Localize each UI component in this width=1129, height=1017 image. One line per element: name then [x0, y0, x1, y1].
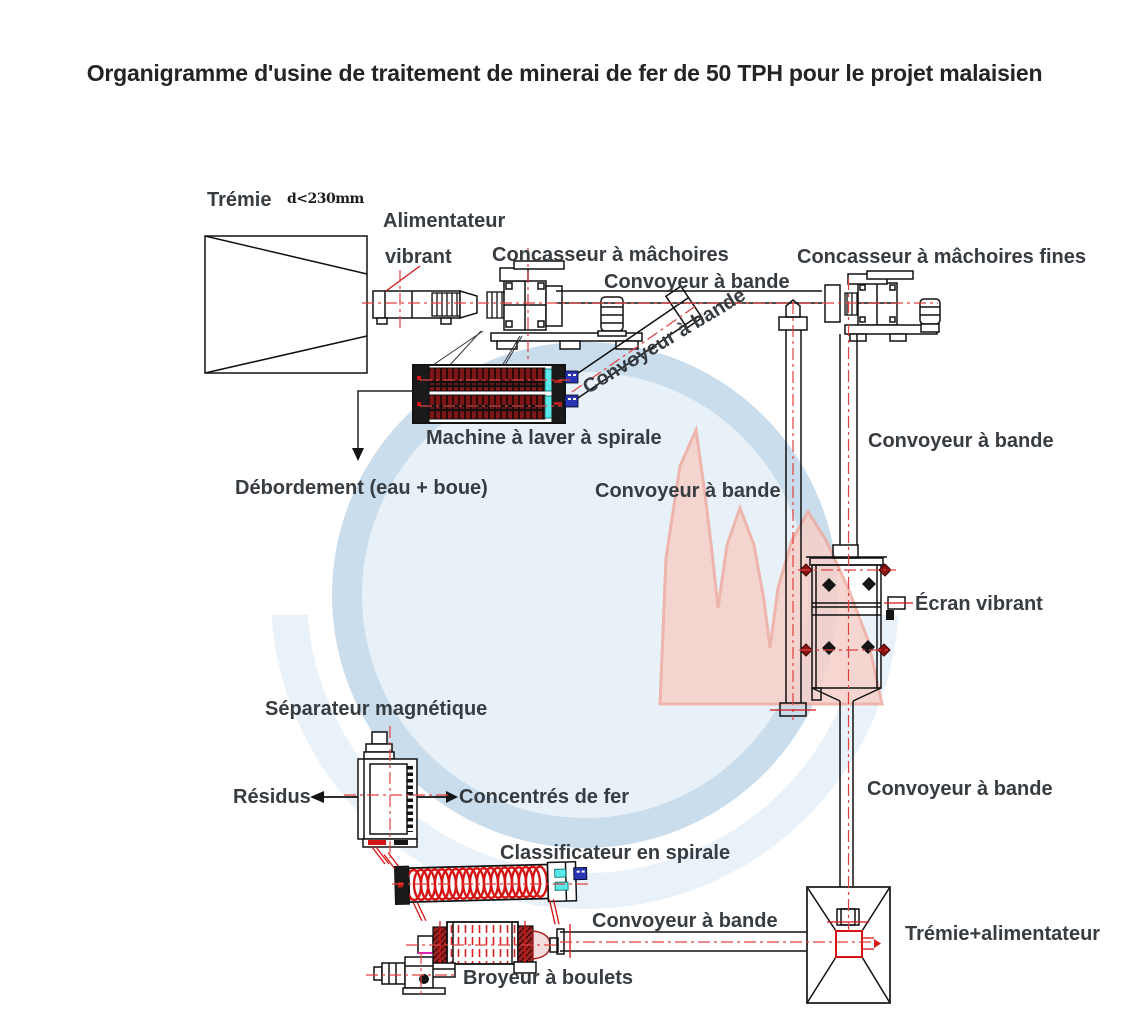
label-tailings: Résidus: [233, 786, 311, 808]
label-iron-concentrates: Concentrés de fer: [459, 786, 630, 808]
right-vertical-conveyor-drawing: [832, 334, 859, 559]
concentrates-arrow: [417, 791, 458, 803]
label-feeder-line2: vibrant: [385, 246, 452, 268]
inclined-belt-conveyor-drawing: [567, 285, 704, 399]
spiral-washer-drawing: [412, 330, 579, 424]
magnetic-separator-drawing: [357, 731, 418, 865]
label-magnetic-separator: Séparateur magnétique: [265, 698, 488, 720]
label-belt-conveyor-top: Convoyeur à bande: [604, 271, 790, 293]
bottom-belt-conveyor-drawing: [556, 924, 807, 958]
label-vibrating-screen: Écran vibrant: [915, 593, 1043, 615]
label-fine-jaw-crusher: Concasseur à mâchoires fines: [797, 246, 1087, 268]
hopper-feeder-drawing: [806, 886, 891, 1004]
jaw-crusher-drawing: [448, 260, 643, 367]
ball-mill-drawing: [417, 921, 559, 978]
label-hopper: Trémie: [207, 189, 272, 211]
label-jaw-crusher: Concasseur à mâchoires: [492, 244, 729, 266]
tailings-arrow: [310, 791, 358, 803]
overflow-arrow: [352, 390, 413, 461]
label-overflow: Débordement (eau + boue): [235, 477, 488, 499]
label-hopper-size: d<230mm: [287, 191, 364, 207]
watermark-logo: [271, 342, 899, 909]
pump-drawing: [373, 956, 446, 995]
label-spiral-washer: Machine à laver à spirale: [426, 427, 662, 449]
label-spiral-classifier: Classificateur en spirale: [500, 842, 731, 864]
red-centerlines: [344, 248, 938, 996]
diagram-title: Organigramme d'usine de traitement de mi…: [86, 60, 1043, 86]
label-belt-conveyor-mid: Convoyeur à bande: [595, 480, 781, 502]
vibrating-screen-drawing: [799, 556, 913, 909]
vibrating-feeder-drawing: [372, 265, 478, 325]
watermark-mountain: [658, 424, 884, 706]
fine-jaw-crusher-drawing: [824, 270, 941, 342]
label-hopper-feeder: Trémie+alimentateur: [905, 923, 1101, 945]
hopper-drawing: [204, 235, 368, 374]
label-belt-conveyor-lower-right: Convoyeur à bande: [867, 778, 1053, 800]
label-feeder-line1: Alimentateur: [383, 210, 506, 232]
label-belt-conveyor-bottom: Convoyeur à bande: [592, 910, 778, 932]
label-belt-conveyor-upper-right: Convoyeur à bande: [868, 430, 1054, 452]
label-ball-mill: Broyeur à boulets: [463, 967, 634, 989]
